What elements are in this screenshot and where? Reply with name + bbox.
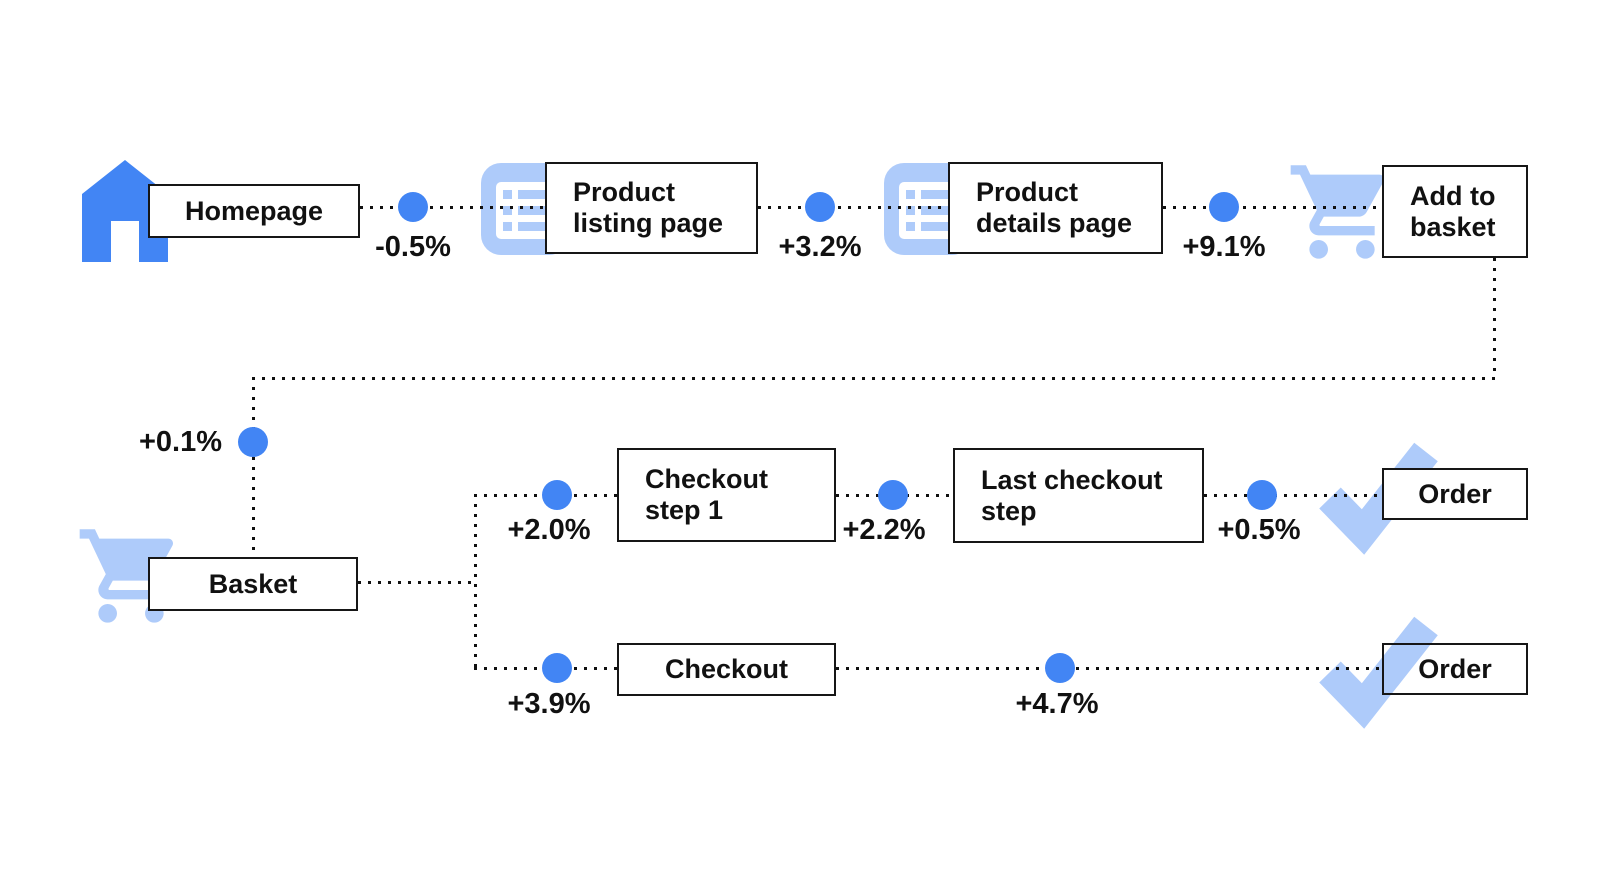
node-label: step 1 — [645, 495, 724, 525]
node-label: Homepage — [184, 195, 324, 226]
node-order-main: Order — [1382, 468, 1528, 520]
node-last-checkout-step: Last checkout step — [953, 448, 1204, 543]
node-homepage: Homepage — [148, 184, 360, 238]
node-checkout-step-1: Checkout step 1 — [617, 448, 836, 542]
node-order-alt: Order — [1382, 643, 1528, 695]
node-label: Last checkout — [981, 464, 1163, 495]
home-icon — [80, 158, 170, 262]
node-checkout: Checkout — [617, 643, 836, 696]
node-label: step — [981, 495, 1037, 526]
check-icon — [1316, 612, 1440, 730]
edge-down-to-basket — [252, 377, 255, 559]
node-add-to-basket: Add to basket — [1382, 165, 1528, 258]
edge-lastcheckout-order — [1204, 494, 1382, 497]
node-label: Product — [573, 177, 676, 207]
dot-basket-checkout — [542, 653, 572, 683]
cart-icon — [1283, 156, 1401, 268]
node-label: Order — [1418, 653, 1492, 684]
node-product-details-page: Product details page — [948, 162, 1163, 254]
delta-label: +9.1% — [1182, 231, 1266, 263]
node-basket: Basket — [148, 557, 358, 611]
dot-basket-checkoutstep1 — [542, 480, 572, 510]
delta-label: +0.1% — [138, 426, 222, 458]
edge-details-addtobasket — [1163, 206, 1382, 209]
node-label: Add to — [1410, 180, 1496, 211]
edge-checkout-order — [836, 667, 1382, 670]
edge-branch-split — [474, 494, 477, 670]
edge-addtobasket-down — [1493, 258, 1496, 378]
delta-label: +2.2% — [842, 514, 926, 546]
node-label: Checkout — [664, 654, 789, 684]
node-product-listing-page: Product listing page — [545, 162, 758, 254]
dot-details-addtobasket — [1209, 192, 1239, 222]
delta-label: +3.2% — [778, 231, 862, 263]
edge-listing-details — [758, 206, 948, 209]
delta-label: +4.7% — [1015, 688, 1099, 720]
dot-addtobasket-basket — [238, 427, 268, 457]
edge-homepage-listing — [360, 206, 545, 209]
edge-addtobasket-across — [252, 377, 1495, 380]
node-label: basket — [1410, 211, 1496, 242]
node-label: Checkout — [645, 464, 769, 494]
dot-listing-details — [805, 192, 835, 222]
edge-basket-branch — [358, 581, 476, 584]
node-label: listing page — [573, 208, 724, 238]
dot-checkoutstep1-lastcheckout — [878, 480, 908, 510]
delta-label: +2.0% — [507, 514, 591, 546]
node-label: Basket — [208, 568, 298, 599]
dot-homepage-listing — [398, 192, 428, 222]
delta-label: -0.5% — [375, 231, 451, 263]
node-label: details page — [976, 208, 1133, 238]
delta-label: +3.9% — [507, 688, 591, 720]
node-label: Order — [1418, 478, 1492, 509]
node-label: Product — [976, 177, 1079, 207]
dot-checkout-order — [1045, 653, 1075, 683]
delta-label: +0.5% — [1217, 514, 1301, 546]
dot-lastcheckout-order — [1247, 480, 1277, 510]
